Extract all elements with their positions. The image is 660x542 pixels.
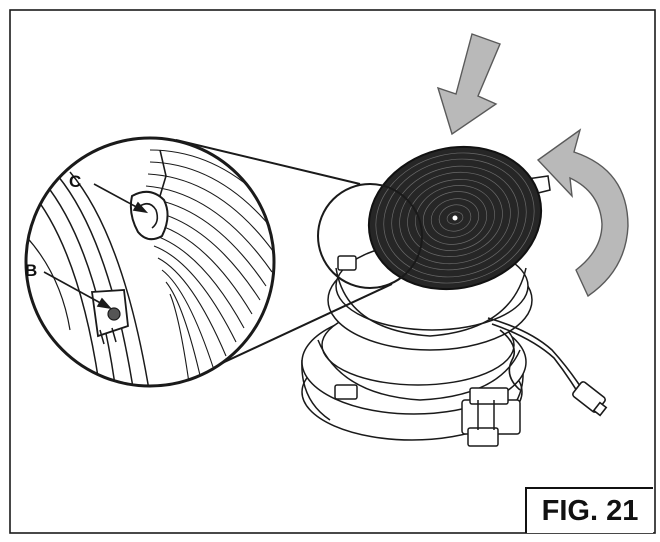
callout-b-label: B: [25, 261, 38, 280]
hob-disk: [367, 145, 543, 291]
figure-caption-box: FIG. 21: [525, 487, 653, 533]
power-cable: [487, 317, 608, 417]
terminal-block: [461, 387, 521, 447]
detail-marker-circle: [317, 183, 423, 289]
figure-frame: [9, 9, 656, 534]
callout-c-label: C: [69, 172, 82, 191]
callout-leaders: [43, 183, 149, 310]
counterclockwise-rotate-arrow-icon: [536, 128, 629, 298]
down-left-arrow-icon: [436, 33, 501, 136]
zoom-detail: [24, 136, 276, 388]
figure-caption: FIG. 21: [541, 494, 639, 527]
